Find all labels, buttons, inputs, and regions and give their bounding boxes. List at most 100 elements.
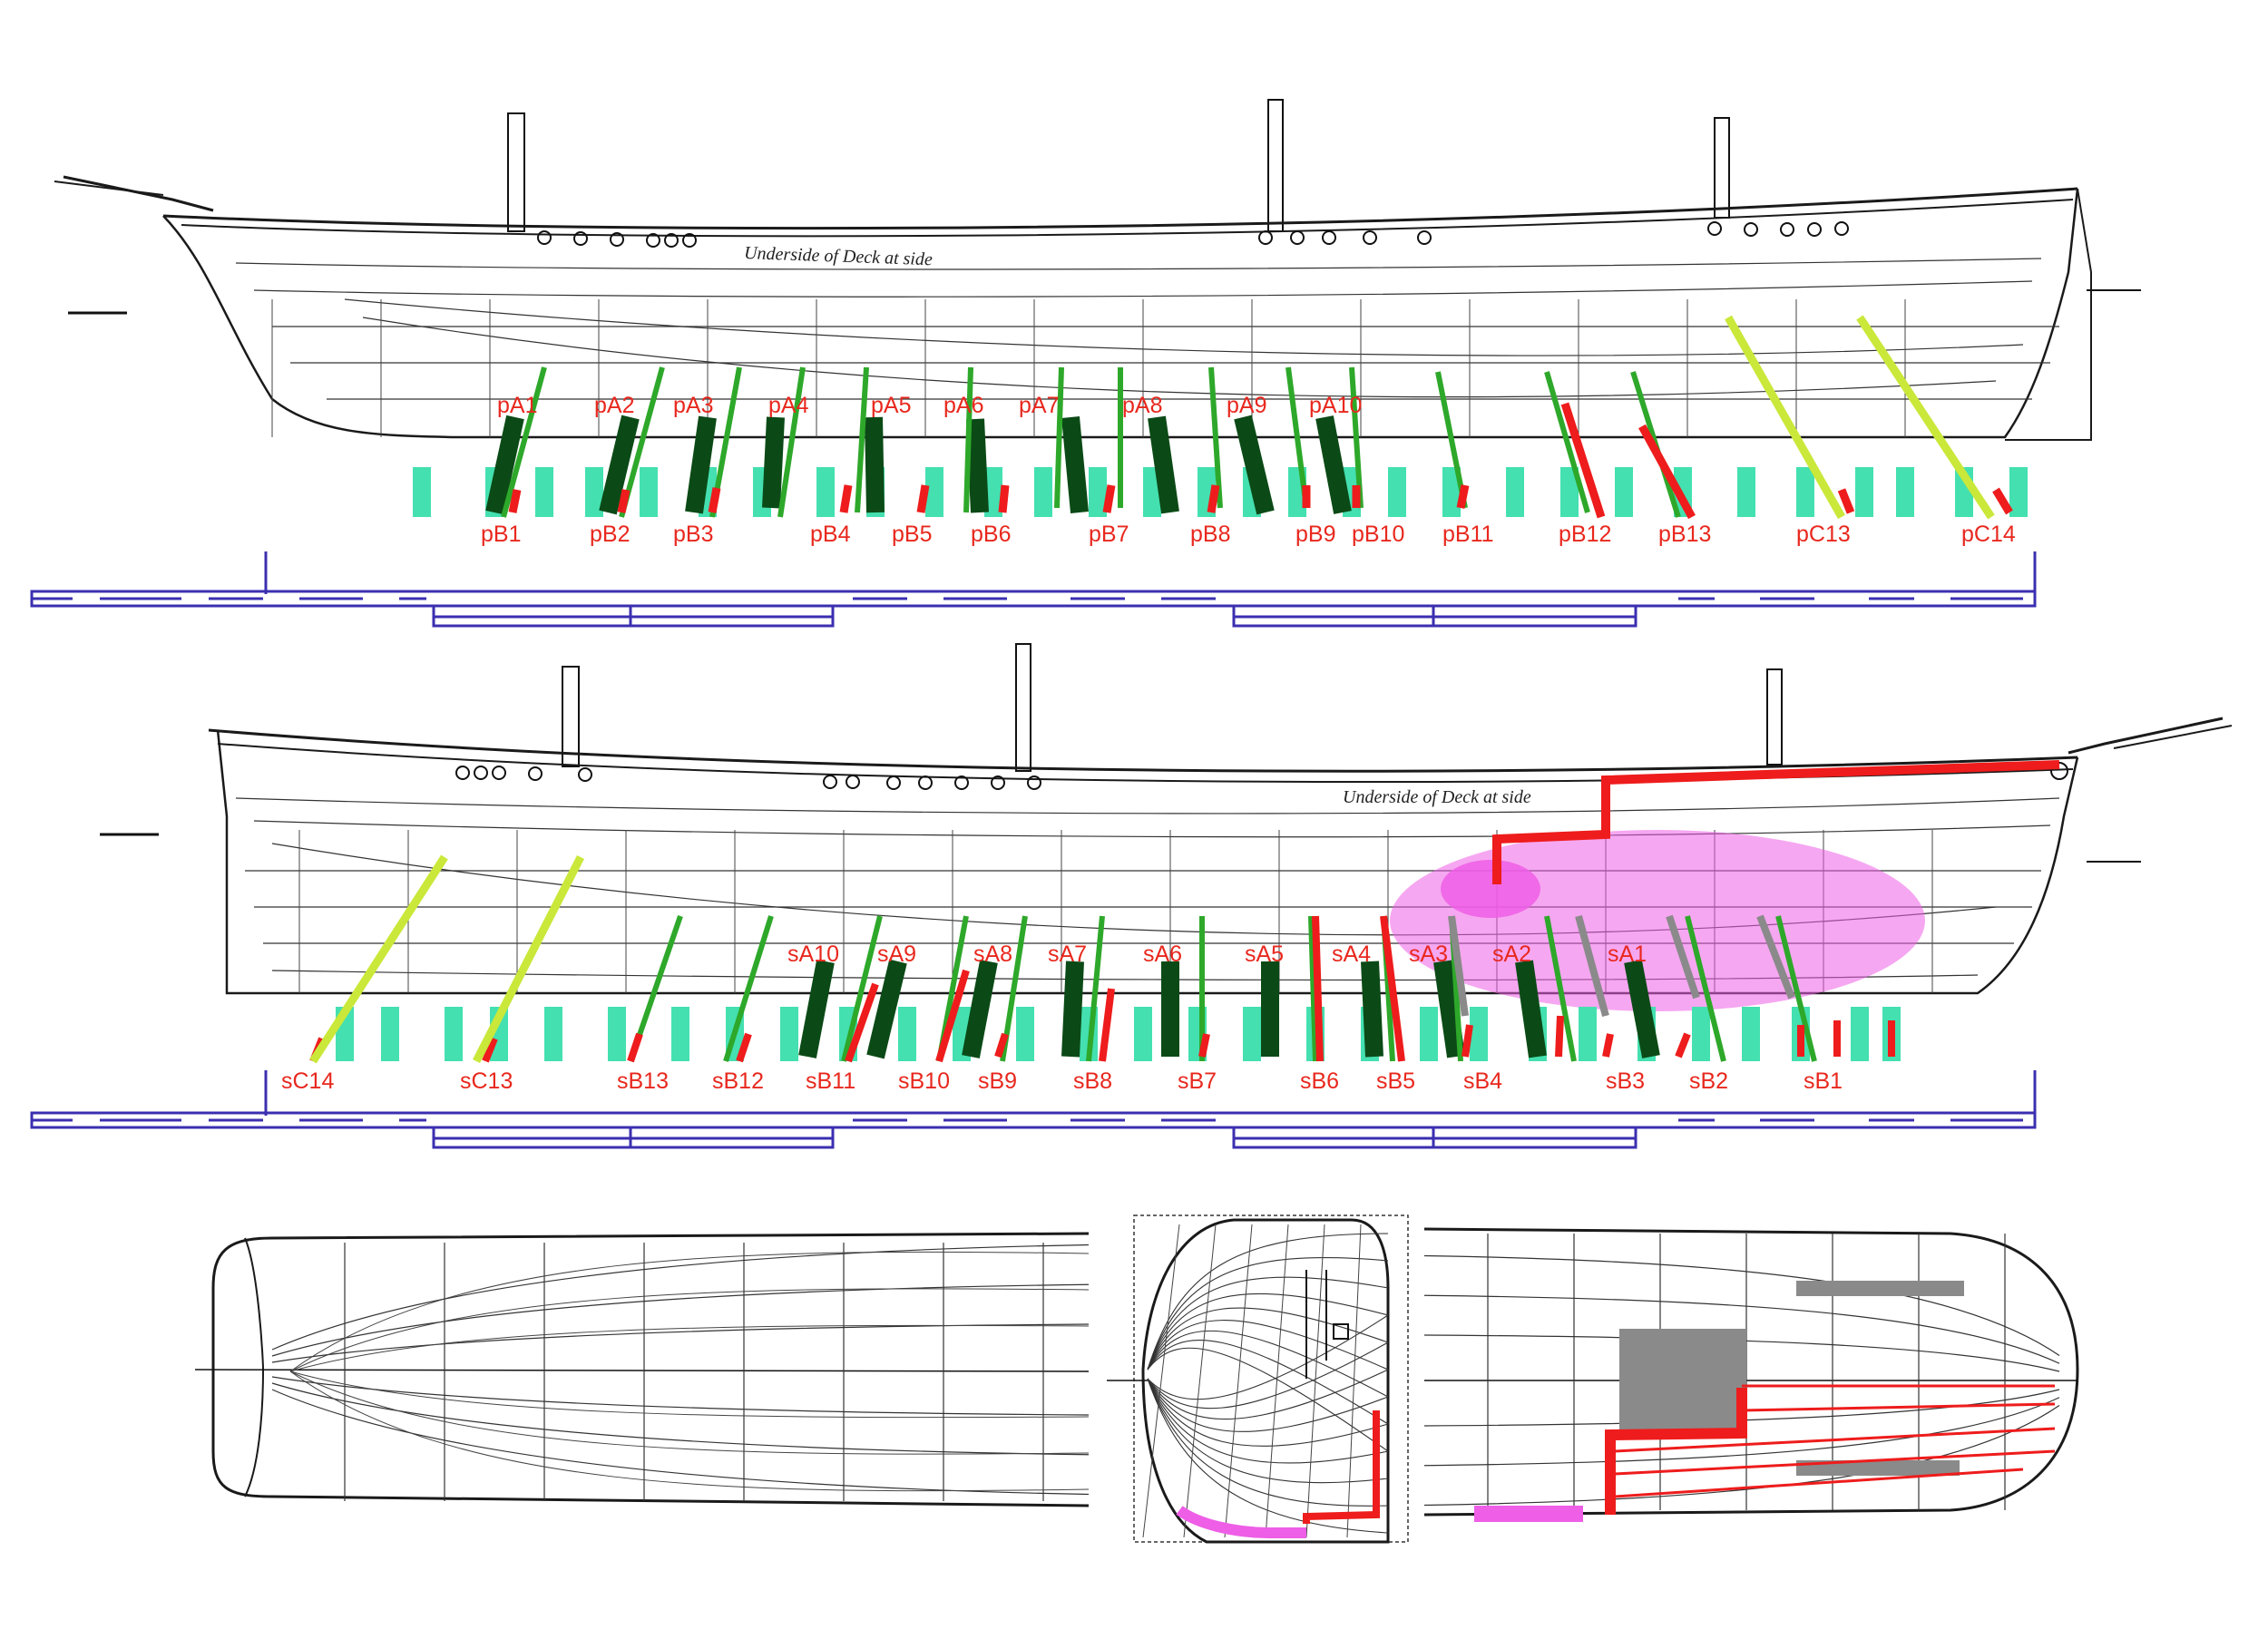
starboard-scale-bar bbox=[30, 1070, 2037, 1149]
hull-profile bbox=[162, 188, 2079, 439]
main-mast bbox=[1267, 99, 1284, 232]
fore-mast bbox=[507, 112, 525, 232]
aqua-block bbox=[1388, 467, 1406, 517]
aqua-block bbox=[984, 467, 1002, 517]
label-pB9: pB9 bbox=[1295, 522, 1335, 547]
aqua-block bbox=[1896, 467, 1914, 517]
green-frame bbox=[1544, 915, 1577, 1062]
label-pA7: pA7 bbox=[1019, 393, 1059, 418]
aqua-block bbox=[1560, 467, 1579, 517]
label-pA8: pA8 bbox=[1122, 393, 1162, 418]
mizzen-mast bbox=[562, 666, 580, 767]
label-pB10: pB10 bbox=[1352, 522, 1404, 547]
red-mark bbox=[736, 1032, 752, 1063]
yellow-frame bbox=[309, 854, 448, 1064]
green-frame bbox=[1208, 366, 1223, 509]
dark-green-frame bbox=[599, 415, 640, 515]
dark-green-frame bbox=[1234, 415, 1275, 515]
label-pA5: pA5 bbox=[871, 393, 911, 418]
red-mark bbox=[935, 969, 970, 1063]
green-frame bbox=[1544, 371, 1590, 513]
label-sB7: sB7 bbox=[1178, 1068, 1217, 1094]
yellow-frame bbox=[472, 854, 585, 1064]
red-mark bbox=[1198, 1033, 1210, 1058]
rail-line bbox=[162, 187, 2078, 230]
hull-profile bbox=[216, 729, 2079, 995]
yellow-frame bbox=[1856, 315, 1995, 520]
label-pA9: pA9 bbox=[1227, 393, 1266, 418]
aqua-block bbox=[1615, 467, 1633, 517]
label-sA2: sA2 bbox=[1492, 941, 1531, 967]
label-pB13: pB13 bbox=[1658, 522, 1711, 547]
label-sA3: sA3 bbox=[1409, 941, 1448, 967]
label-sA7: sA7 bbox=[1048, 941, 1087, 967]
highlight-zone bbox=[1390, 830, 1925, 1011]
red-mark bbox=[1560, 402, 1606, 519]
aqua-block bbox=[1442, 467, 1461, 517]
green-frame bbox=[723, 915, 774, 1062]
label-pA6: pA6 bbox=[943, 393, 983, 418]
label-sB12: sB12 bbox=[712, 1068, 764, 1094]
half-breadth-plan-bow bbox=[1423, 1227, 2079, 1522]
dark-green-frame bbox=[1148, 415, 1179, 514]
aqua-block bbox=[1243, 1007, 1261, 1061]
label-pB7: pB7 bbox=[1089, 522, 1129, 547]
aqua-block bbox=[1737, 467, 1755, 517]
aqua-block bbox=[671, 1007, 689, 1061]
label-sA5: sA5 bbox=[1245, 941, 1284, 967]
red-mark bbox=[1555, 1015, 1564, 1058]
yellow-frame bbox=[1725, 315, 1845, 520]
green-frame bbox=[1349, 366, 1364, 509]
red-mark bbox=[1102, 484, 1116, 513]
red-mark bbox=[1312, 915, 1324, 1062]
red-mark bbox=[627, 1032, 643, 1063]
label-sA10: sA10 bbox=[787, 941, 839, 967]
aqua-block bbox=[608, 1007, 626, 1061]
label-sB13: sB13 bbox=[617, 1068, 669, 1094]
half-breadth-plan-stern bbox=[194, 1232, 1090, 1507]
body-plan bbox=[1107, 1214, 1409, 1544]
dark-green-frame bbox=[966, 418, 989, 513]
dark-green-frame bbox=[865, 416, 885, 513]
green-frame bbox=[855, 366, 869, 513]
dark-green-frame bbox=[962, 960, 998, 1058]
grey-frame bbox=[1756, 914, 1795, 1000]
red-mark bbox=[1207, 484, 1220, 513]
label-sA6: sA6 bbox=[1143, 941, 1182, 967]
label-pC13: pC13 bbox=[1796, 522, 1851, 547]
label-pA2: pA2 bbox=[594, 393, 634, 418]
aqua-block bbox=[1470, 1007, 1488, 1061]
green-frame bbox=[1308, 915, 1318, 1062]
aqua-block bbox=[585, 467, 603, 517]
aqua-block bbox=[1796, 467, 1814, 517]
red-mark bbox=[617, 489, 631, 513]
label-pC14: pC14 bbox=[1961, 522, 2016, 547]
label-sB11: sB11 bbox=[806, 1068, 855, 1094]
label-sB10: sB10 bbox=[898, 1068, 950, 1094]
green-frame bbox=[777, 366, 806, 518]
label-sB2: sB2 bbox=[1689, 1068, 1728, 1094]
dark-green-frame bbox=[685, 415, 717, 514]
dark-green-frame bbox=[1361, 961, 1383, 1058]
label-pB8: pB8 bbox=[1190, 522, 1230, 547]
red-mark bbox=[998, 484, 1010, 513]
label-sB6: sB6 bbox=[1300, 1068, 1339, 1094]
dark-green-frame bbox=[1315, 415, 1352, 514]
label-sB3: sB3 bbox=[1606, 1068, 1645, 1094]
bowsprit bbox=[2068, 717, 2224, 755]
aqua-block bbox=[1034, 467, 1052, 517]
dark-green-frame bbox=[798, 960, 835, 1058]
red-mark bbox=[839, 484, 853, 513]
stern-post bbox=[2005, 188, 2092, 441]
port-scale-bar bbox=[30, 551, 2037, 628]
red-mark bbox=[845, 982, 879, 1063]
label-pA4: pA4 bbox=[768, 393, 809, 418]
aqua-block bbox=[898, 1007, 916, 1061]
label-pB1: pB1 bbox=[481, 522, 521, 547]
aqua-block bbox=[1855, 467, 1873, 517]
red-mark bbox=[708, 487, 721, 513]
